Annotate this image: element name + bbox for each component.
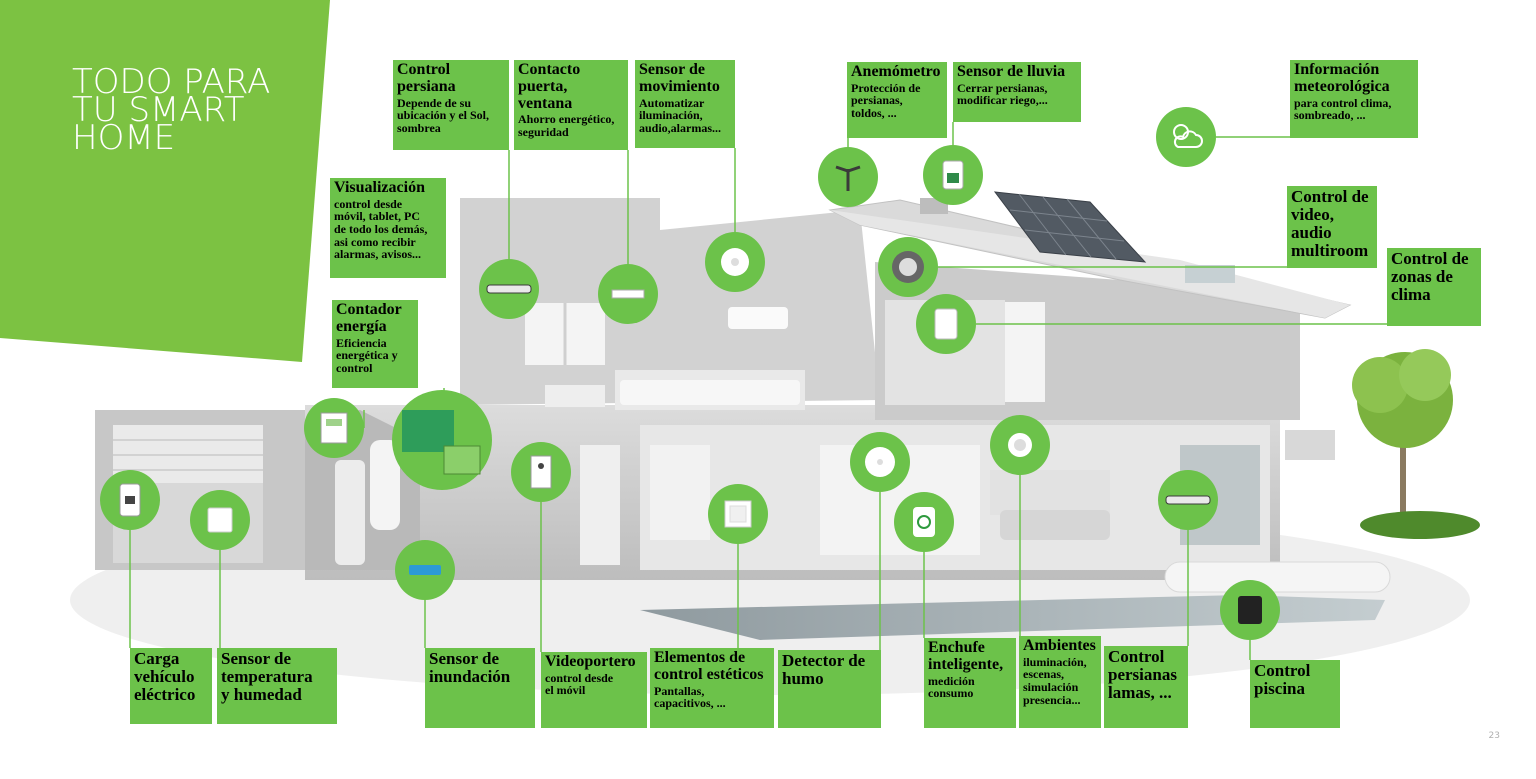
label-title: Contador energía [336, 301, 402, 335]
label-description: Cerrar persianas, modificar riego,... [957, 80, 1048, 108]
label-description: para control clima, sombreado, ... [1294, 95, 1392, 123]
label-description: Protección de persianas, toldos, ... [851, 80, 921, 120]
weather-icon [1156, 107, 1216, 167]
label-title: Ambientes [1023, 637, 1096, 654]
label-carga-vehiculo: Carga vehículo eléctrico [130, 648, 212, 724]
pool [640, 595, 1385, 640]
label-title: Control de video, audio multiroom [1291, 187, 1369, 260]
door-contact-icon [598, 264, 658, 324]
label-description: iluminación, escenas, simulación presenc… [1023, 654, 1087, 707]
rain-sensor-icon [923, 145, 983, 205]
label-title: Detector de humo [782, 651, 866, 688]
ceiling-light-icon [990, 415, 1050, 475]
smart-plug-icon [894, 492, 954, 552]
anemometer-icon [818, 147, 878, 207]
page-number: 23 [1488, 731, 1500, 741]
label-title: Videoportero [545, 653, 636, 670]
label-control-clima: Control de zonas de clima [1387, 248, 1481, 326]
motion-sensor-icon [705, 232, 765, 292]
solar-panels [993, 191, 1147, 263]
label-title: Visualización [334, 179, 425, 196]
label-title: Contacto puerta, ventana [518, 61, 581, 112]
label-title: Control persiana [397, 61, 456, 95]
label-description: Eficiencia energética y control [336, 335, 398, 375]
label-description: medición consumo [928, 673, 975, 701]
label-title: Control de zonas de clima [1391, 249, 1469, 304]
label-description: control desde el móvil [545, 670, 614, 698]
label-title: Anemómetro [851, 63, 941, 80]
label-title: Elementos de control estéticos [654, 649, 764, 683]
label-detector-humo: Detector de humo [778, 650, 881, 728]
label-description: control desde móvil, tablet, PC de todo … [334, 196, 428, 262]
energy-meter-icon [304, 398, 364, 458]
pool-controller-icon [1220, 580, 1280, 640]
flood-sensor-icon [395, 540, 455, 600]
label-title: Carga vehículo eléctrico [134, 649, 196, 704]
label-description: Pantallas, capacitivos, ... [654, 683, 726, 711]
corner-banner [0, 0, 330, 362]
intercom-icon [511, 442, 571, 502]
label-sensor-inundacion: Sensor de inundación [425, 648, 535, 728]
label-description: Ahorro energético, seguridad [518, 112, 615, 139]
ev-charger-icon [100, 470, 160, 530]
temperature-sensor-icon [190, 490, 250, 550]
louvre-motor-icon [1158, 470, 1218, 530]
label-title: Información meteorológica [1294, 61, 1390, 95]
label-control-video: Control de video, audio multiroom [1287, 186, 1377, 268]
speaker-icon [878, 237, 938, 297]
label-title: Sensor de movimiento [639, 61, 720, 95]
smoke-detector-icon [850, 432, 910, 492]
control-board-icon [392, 390, 492, 490]
label-title: Sensor de lluvia [957, 63, 1066, 80]
label-title: Sensor de temperatura y humedad [221, 649, 313, 704]
blind-motor-icon [479, 259, 539, 319]
page-title: TODO PARA TU SMART HOME [72, 62, 271, 158]
label-persianas-lamas: Control persianas lamas, ... [1104, 646, 1188, 728]
label-sensor-temperatura: Sensor de temperatura y humedad [217, 648, 337, 724]
label-enchufe: Enchufe inteligente,medición consumo [924, 638, 1016, 728]
label-description: Depende de su ubicación y el Sol, sombre… [397, 95, 490, 135]
label-title: Control persianas lamas, ... [1108, 647, 1177, 702]
label-title: Control piscina [1254, 661, 1311, 698]
wall-switch-icon [708, 484, 768, 544]
label-title: Enchufe inteligente, [928, 639, 1004, 673]
label-control-piscina: Control piscina [1250, 660, 1340, 728]
label-title: Sensor de inundación [429, 649, 511, 686]
label-description: Automatizar iluminación, audio,alarmas..… [639, 95, 722, 135]
thermostat-icon [916, 294, 976, 354]
